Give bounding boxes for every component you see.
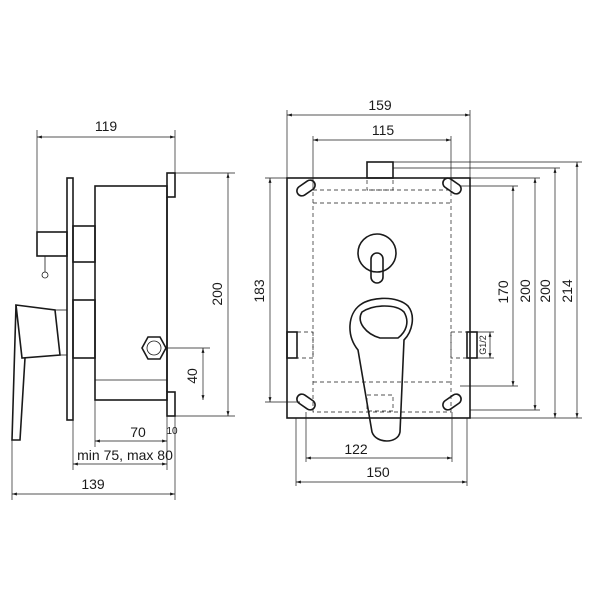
dim-214: 214 — [559, 279, 575, 303]
front-view — [286, 161, 478, 442]
dim-10: 10 — [166, 426, 178, 437]
dim-122: 122 — [344, 441, 368, 457]
dim-115: 115 — [372, 122, 395, 138]
diverter-sleeve — [72, 225, 96, 263]
lever-handle — [15, 304, 61, 359]
mixer-sleeve — [72, 299, 96, 359]
dim-119: 119 — [95, 118, 118, 134]
dim-40: 40 — [184, 368, 200, 384]
valve-body — [94, 185, 168, 401]
slot-top-right — [442, 177, 462, 195]
mixer-lever-front — [349, 297, 414, 442]
dim-min-max: min 75, max 80 — [77, 447, 173, 463]
diverter-knob-front — [357, 233, 397, 273]
hidden-body — [312, 189, 452, 413]
side-view — [11, 172, 176, 441]
right-port — [466, 331, 478, 359]
bottom-port — [366, 394, 394, 412]
front-dimensions: 159 115 183 170 200 200 214 — [251, 97, 582, 486]
slot-top-left — [296, 179, 316, 197]
dim-150: 150 — [366, 464, 390, 480]
bottom-flange — [166, 391, 176, 417]
dim-170: 170 — [495, 280, 511, 304]
hex-port — [141, 336, 167, 360]
left-port — [286, 331, 298, 359]
dim-200-b: 200 — [537, 279, 553, 303]
slot-bottom-left — [296, 393, 316, 411]
top-flange — [166, 172, 176, 198]
dim-159: 159 — [368, 97, 392, 113]
dim-200-a: 200 — [517, 279, 533, 303]
slot-bottom-right — [442, 393, 462, 411]
diverter-knob — [36, 231, 68, 257]
dim-183: 183 — [251, 279, 267, 303]
side-dimensions: 119 200 40 70 10 min 75, max 80 139 — [11, 118, 235, 500]
dim-70: 70 — [130, 424, 146, 440]
top-port — [366, 161, 394, 179]
dim-200-side: 200 — [209, 282, 225, 306]
thread-label: G1/2 — [478, 335, 488, 355]
dim-139: 139 — [81, 476, 105, 492]
wall-plate — [66, 177, 74, 421]
diverter-lever — [370, 252, 384, 284]
